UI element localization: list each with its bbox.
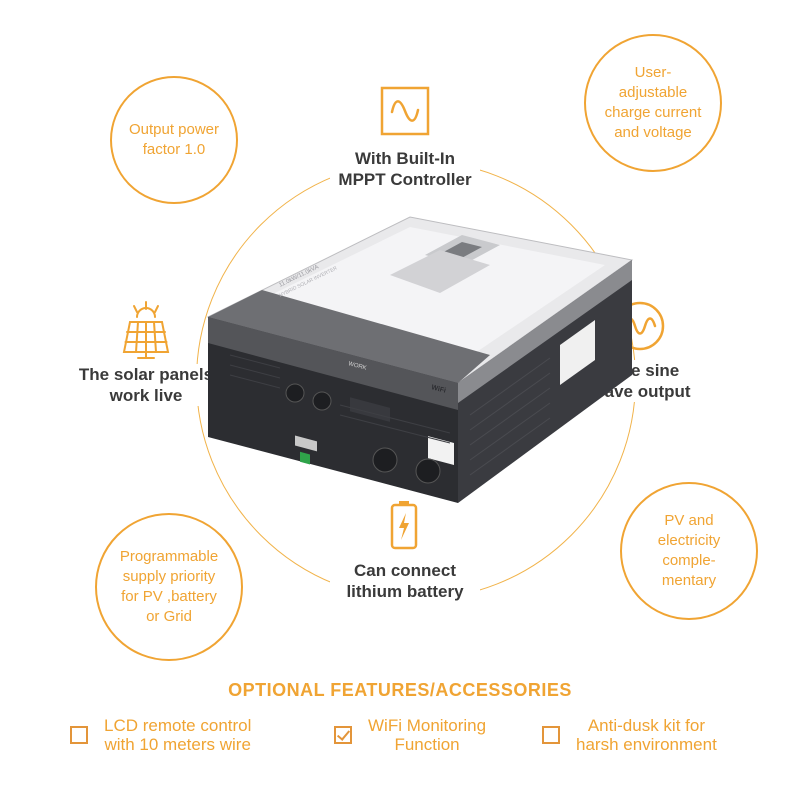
hybrid-inverter-image: 11.0kW/11.0kVA HYBRID SOLAR INVERTER WOR… — [206, 216, 634, 503]
wifi-monitoring-checkbox[interactable] — [334, 726, 352, 744]
feature-text-line: MPPT Controller — [338, 170, 472, 189]
device-work-label: WORK — [347, 361, 367, 372]
option-label: WiFi Monitoring Function — [368, 716, 486, 754]
circle-text-line: User- — [634, 64, 672, 81]
circle-charge-adjustable: User- adjustable charge current and volt… — [584, 34, 722, 172]
feature-text-line: With Built-In — [355, 149, 455, 168]
circle-power-factor: Output power factor 1.0 — [110, 76, 238, 204]
option-text-line: LCD remote control — [104, 716, 252, 735]
feature-text-line: work live — [109, 386, 183, 405]
lcd-remote-checkbox[interactable] — [70, 726, 88, 744]
optional-features-title: OPTIONAL FEATURES/ACCESSORIES — [228, 680, 572, 700]
feature-solar-panels: The solar panels work live — [66, 364, 226, 406]
feature-text-line: Can connect — [353, 561, 457, 580]
battery-charging-icon — [390, 501, 418, 550]
option-text-line: Function — [394, 735, 460, 754]
option-wifi-monitoring[interactable]: WiFi Monitoring Function — [334, 716, 486, 754]
circle-pv-electricity: PV and electricity comple- mentary — [620, 482, 758, 620]
circle-text-line: Programmable — [119, 548, 219, 565]
circle-supply-priority: Programmable supply priority for PV ,bat… — [95, 513, 243, 661]
option-lcd-remote[interactable]: LCD remote control with 10 meters wire — [70, 716, 251, 754]
feature-mppt: With Built-In MPPT Controller — [330, 148, 480, 190]
option-text-line: harsh environment — [576, 735, 717, 754]
anti-dusk-checkbox[interactable] — [542, 726, 560, 744]
circle-text-line: comple- — [662, 552, 716, 569]
feature-text-line: lithium battery — [346, 582, 464, 601]
circle-text-line: or Grid — [146, 608, 192, 625]
option-label: LCD remote control with 10 meters wire — [104, 716, 251, 754]
feature-lithium: Can connect lithium battery — [330, 560, 480, 602]
circle-text-line: mentary — [661, 572, 717, 589]
option-text-line: Anti-dusk kit for — [587, 716, 705, 735]
circle-text-line: PV and — [664, 512, 714, 529]
checkmark-icon — [336, 727, 351, 741]
circle-text-line: factor 1.0 — [142, 141, 206, 158]
feature-text-line: wave output — [591, 382, 691, 401]
option-text-line: WiFi Monitoring — [368, 716, 487, 735]
circle-text-line: for PV ,battery — [121, 588, 217, 605]
option-anti-dusk[interactable]: Anti-dusk kit for harsh environment — [542, 716, 717, 754]
circle-text-line: and voltage — [614, 124, 692, 141]
device-wifi-label: WiFi — [430, 384, 446, 395]
sine-wave-square-icon — [380, 86, 430, 136]
circle-text-line: charge current — [604, 104, 702, 121]
circle-text-line: supply priority — [122, 568, 216, 585]
circle-text-line: electricity — [657, 532, 721, 549]
feature-text-line: The solar panels — [78, 365, 214, 384]
option-label: Anti-dusk kit for harsh environment — [576, 716, 717, 754]
circle-text-line: Output power — [128, 121, 220, 138]
option-text-line: with 10 meters wire — [104, 735, 251, 754]
solar-panel-icon — [122, 301, 170, 359]
circle-text-line: adjustable — [618, 84, 688, 101]
